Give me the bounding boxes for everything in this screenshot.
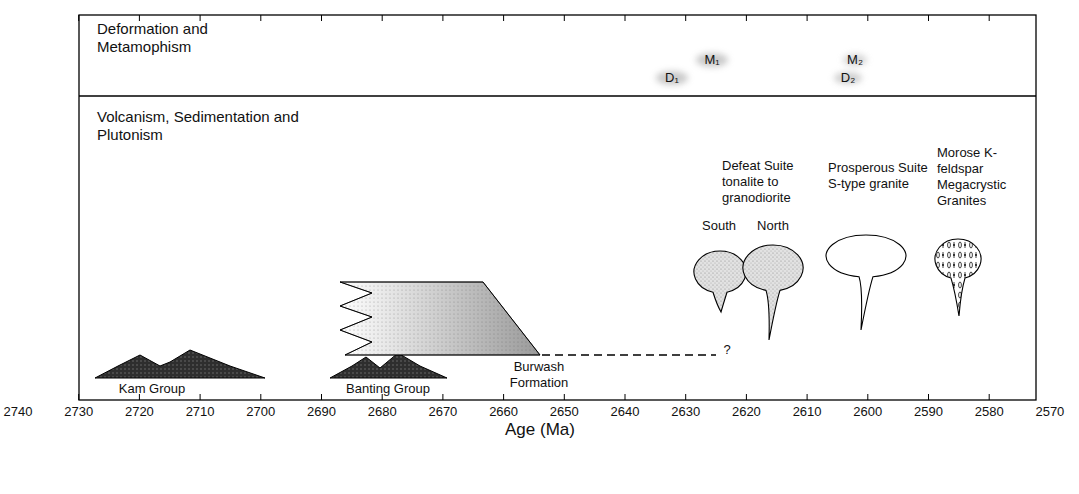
tick [867,394,868,400]
panel-title: Volcanism, Sedimentation and Plutonism [97,108,302,144]
tick [625,15,626,21]
tick [200,394,201,400]
axis-title: Age (Ma) [480,420,600,440]
axis-number: 2740 [0,404,40,420]
axis-number: 2710 [178,404,222,420]
dashed-extension [542,354,716,356]
pluton-outline [743,245,803,340]
axis-number: 2670 [421,404,465,420]
pluton-bubble: North [741,215,807,343]
tick [78,394,79,400]
tick [807,394,808,400]
tick [564,15,565,21]
stipple [340,282,540,355]
query-mark: ? [720,342,734,358]
pluton-outline [826,235,906,330]
event-label: D₁ [657,70,687,86]
axis-number: 2630 [664,404,708,420]
axis-number: 2660 [482,404,526,420]
pluton-outline [694,251,746,312]
tick [928,15,929,21]
axis-number: 2700 [239,404,283,420]
tick [746,394,747,400]
frame [79,15,1036,400]
metamorphism-patches [656,53,867,85]
shape-outline [741,215,807,343]
unit-label: Banting Group [328,381,448,397]
event-patch [696,53,728,67]
tick [807,15,808,21]
event-patch [656,71,688,85]
unit-label: Burwash Formation [483,359,595,391]
axis-number: 2640 [603,404,647,420]
tick [78,15,79,21]
tick [564,394,565,400]
axis-number: 2650 [542,404,586,420]
axis-number: 2620 [724,404,768,420]
axis-number: 2690 [300,404,344,420]
pluton-bubble: Prosperous Suite S-type granite [824,158,936,333]
shape-fill [340,282,540,355]
tick [260,394,261,400]
event-label: M₁ [697,52,727,68]
tick [928,394,929,400]
pluton-bubble: South [690,215,750,315]
event-label: M₂ [840,52,870,68]
axis-ticks [79,15,990,400]
panel-title: Deformation and Metamophism [97,20,219,56]
tick [260,15,261,21]
tick [867,15,868,21]
unit-label: Prosperous Suite S-type granite [828,160,932,192]
axis-number: 2580 [967,404,1011,420]
panel-divider [79,95,1036,96]
tick [442,394,443,400]
axis-number: 2600 [846,404,890,420]
tick [321,15,322,21]
tick [685,15,686,21]
axis-number: 2570 [1028,404,1072,420]
tick [442,15,443,21]
tick [685,394,686,400]
tick [989,15,990,21]
axis-number: 2590 [907,404,951,420]
tick [746,15,747,21]
shape-fill [330,353,447,378]
suite-label: Defeat Suite tonalite to granodiorite [722,158,817,206]
tick [989,394,990,400]
event-label: D₂ [833,70,863,86]
axis-number: 2720 [117,404,161,420]
axis-number: 2610 [785,404,829,420]
pluton-outline [935,239,981,316]
mountain-group: Kam Group [88,340,270,398]
axis-number: 2680 [360,404,404,420]
unit-label: North [743,218,803,234]
shape-fill [95,350,265,378]
pluton-bubble: Morose K-feldspar Megacrystic Granites [932,143,1024,319]
tick [382,15,383,21]
axis-number: 2730 [57,404,101,420]
tick [503,394,504,400]
unit-label: Morose K-feldspar Megacrystic Granites [937,145,1019,209]
tick [503,15,504,21]
unit-label: South [691,218,747,234]
tick [625,394,626,400]
sediment-wedge: Burwash Formation [335,276,597,392]
tick [321,394,322,400]
unit-label: Kam Group [92,381,212,397]
